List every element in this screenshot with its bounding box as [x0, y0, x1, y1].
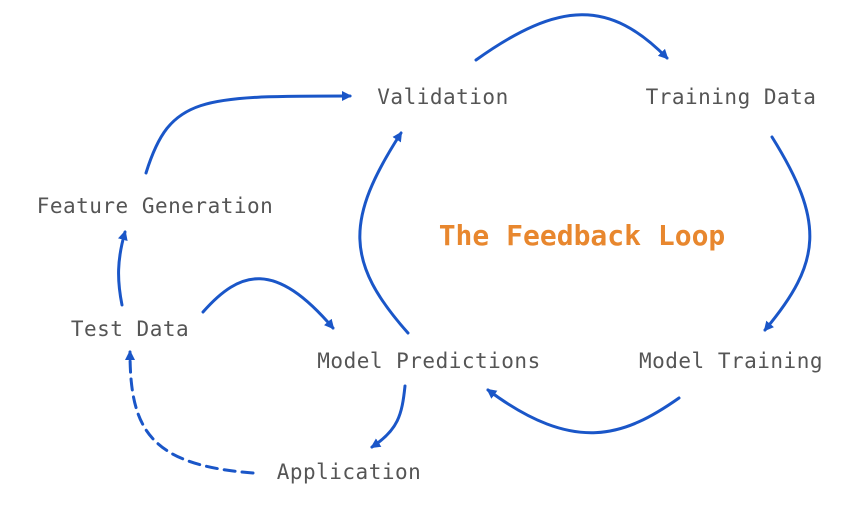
node-application: Application [277, 460, 422, 484]
nodes: Validation Training Data Feature Generat… [37, 85, 823, 484]
edge-application-to-test-data [125, 350, 255, 475]
node-validation: Validation [377, 85, 508, 109]
edge-model-predictions-to-validation [358, 131, 410, 335]
edge-test-data-to-model-predictions [201, 277, 335, 330]
node-model-predictions: Model Predictions [317, 349, 540, 373]
diagram-title: The Feedback Loop [439, 219, 726, 252]
edge-model-training-to-model-predictions [486, 388, 681, 435]
node-test-data: Test Data [71, 317, 189, 341]
node-training-data: Training Data [646, 85, 817, 109]
edge-model-predictions-to-application [370, 384, 407, 449]
edge-training-data-to-model-training [763, 135, 812, 332]
node-feature-generation: Feature Generation [37, 194, 274, 218]
edge-feature-generation-to-validation [144, 91, 352, 175]
edge-test-data-to-feature-generation [117, 230, 128, 307]
node-model-training: Model Training [639, 349, 823, 373]
edges [117, 13, 812, 475]
edge-validation-to-training-data [474, 13, 669, 62]
